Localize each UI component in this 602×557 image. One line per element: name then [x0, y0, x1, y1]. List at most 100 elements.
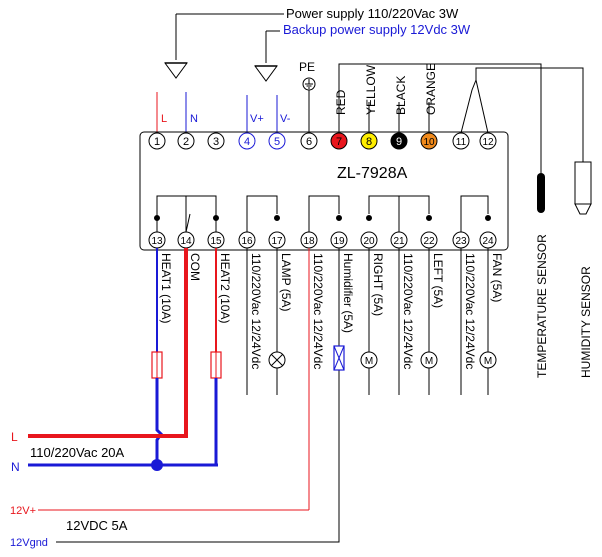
- label-yellow: YELLOW: [364, 64, 378, 115]
- pe-label: PE: [299, 60, 315, 74]
- terminal-24-label: 24: [482, 236, 494, 247]
- terminal-10[interactable]: 10: [420, 132, 438, 150]
- terminal-13-label: 13: [151, 236, 163, 247]
- temperature-sensor-icon: [537, 173, 545, 213]
- terminal-17-label: 17: [271, 236, 283, 247]
- power-supply-label: Power supply 110/220Vac 3W: [286, 6, 459, 21]
- terminal-16-label: 16: [241, 236, 253, 247]
- com-label: COM: [188, 253, 202, 281]
- supply-N-label: N: [11, 460, 20, 474]
- terminal-23-label: 23: [455, 236, 467, 247]
- supply-L-label: L: [11, 430, 18, 444]
- terminal-1-label: 1: [154, 136, 160, 148]
- fan-label: FAN (5A): [490, 253, 504, 302]
- terminal-20-label: 20: [363, 236, 375, 247]
- terminal-17[interactable]: 17: [268, 231, 286, 249]
- label-vplus: V+: [250, 113, 264, 125]
- svg-text:M: M: [425, 356, 433, 367]
- terminal-5-label: 5: [274, 136, 280, 148]
- terminal-12[interactable]: 12: [479, 132, 497, 150]
- label-L: L: [161, 113, 167, 125]
- supply-gnd-wire: [56, 370, 340, 543]
- terminal-7-label: 7: [336, 136, 342, 148]
- label-orange: ORANGE: [424, 63, 438, 115]
- supply-gnd-label: 12Vgnd: [10, 537, 48, 549]
- backup-supply-arrow-icon: [254, 65, 278, 82]
- right-motor-icon: M: [360, 351, 378, 369]
- terminal-20[interactable]: 20: [360, 231, 378, 249]
- terminal-11[interactable]: 11: [452, 132, 470, 150]
- heat2-fuse-icon: [210, 351, 222, 379]
- humidity-sensor-icon: [574, 161, 592, 215]
- terminal-21-label: 21: [393, 236, 405, 247]
- heat1-label: HEAT1 (10A): [159, 253, 173, 323]
- terminal-18-label: 18: [303, 236, 315, 247]
- terminal-21[interactable]: 21: [390, 231, 408, 249]
- motor-ac-label: 110/220Vac 12/24Vdc: [401, 253, 415, 369]
- right-label: RIGHT (5A): [371, 253, 385, 316]
- lamp-icon: [268, 351, 286, 369]
- fan-motor-icon: M: [479, 351, 497, 369]
- terminal-18[interactable]: 18: [300, 231, 318, 249]
- fan-ac-label: 110/220Vac 12/24Vdc: [463, 253, 477, 369]
- terminal-15-label: 15: [210, 236, 222, 247]
- label-black: BLACK: [394, 76, 408, 115]
- left-label: LEFT (5A): [431, 253, 445, 308]
- bottom-terminals: 13 14 15 16 17 18 19 20 21 22 23 24: [148, 231, 497, 249]
- terminal-3[interactable]: 3: [207, 132, 225, 150]
- terminal-2[interactable]: 2: [177, 132, 195, 150]
- lamp-ac-label: 110/220Vac 12/24Vdc: [249, 253, 263, 369]
- hum-ac-label: 110/220Vac 12/24Vdc: [311, 253, 325, 369]
- terminal-6-label: 6: [306, 136, 312, 148]
- terminal-19-label: 19: [333, 236, 345, 247]
- terminal-23[interactable]: 23: [452, 231, 470, 249]
- label-vminus: V-: [280, 113, 291, 125]
- label-N: N: [190, 113, 198, 125]
- left-motor-icon: M: [420, 351, 438, 369]
- terminal-15[interactable]: 15: [207, 231, 225, 249]
- terminal-4-label: 4: [244, 136, 250, 148]
- ac-rating-label: 110/220Vac 20A: [30, 445, 125, 460]
- terminal-6[interactable]: 6: [300, 132, 318, 150]
- terminal-3-label: 3: [213, 136, 219, 148]
- terminal-9[interactable]: 9: [390, 132, 408, 150]
- terminal-9-label: 9: [396, 136, 402, 148]
- terminal-22-label: 22: [423, 236, 435, 247]
- terminal-11-label: 11: [456, 137, 467, 148]
- terminal-12-label: 12: [482, 137, 494, 148]
- power-supply-arrow-icon: [164, 62, 188, 79]
- terminal-1[interactable]: 1: [148, 132, 166, 150]
- temp-sensor-wire: [338, 63, 542, 175]
- terminal-19[interactable]: 19: [330, 231, 348, 249]
- humidity-sensor-wire-b: [475, 79, 489, 134]
- terminal-4[interactable]: 4: [238, 132, 256, 150]
- n-junction-dot: [151, 459, 163, 471]
- svg-text:M: M: [365, 356, 373, 367]
- humidity-sensor-label: HUMIDITY SENSOR: [579, 266, 593, 378]
- top-terminals: 1 2 3 4 5 6 7 8 9 10 11 12: [148, 132, 497, 150]
- terminal-22[interactable]: 22: [420, 231, 438, 249]
- ground-icon: [302, 77, 316, 91]
- controller-module: [139, 131, 509, 251]
- terminal-13[interactable]: 13: [148, 231, 166, 249]
- terminal-7[interactable]: 7: [330, 132, 348, 150]
- humidifier-label: Humidifier (5A): [341, 253, 355, 333]
- relay-contacts: [154, 195, 491, 233]
- temperature-sensor-label: TEMPERATURE SENSOR: [535, 234, 549, 378]
- supply-12v-label: 12V+: [10, 505, 36, 517]
- svg-text:M: M: [484, 356, 492, 367]
- model-label: ZL-7928A: [337, 165, 408, 182]
- humidifier-valve-icon: [333, 345, 345, 371]
- terminal-8-label: 8: [366, 136, 372, 148]
- terminal-16[interactable]: 16: [238, 231, 256, 249]
- terminal-8[interactable]: 8: [360, 132, 378, 150]
- terminal-2-label: 2: [183, 136, 189, 148]
- terminal-24[interactable]: 24: [479, 231, 497, 249]
- heat1-fuse-icon: [151, 351, 163, 379]
- label-red: RED: [334, 89, 348, 115]
- heat2-label: HEAT2 (10A): [218, 253, 232, 323]
- terminal-5[interactable]: 5: [268, 132, 286, 150]
- terminal-14[interactable]: 14: [177, 231, 195, 249]
- terminal-10-label: 10: [423, 137, 435, 148]
